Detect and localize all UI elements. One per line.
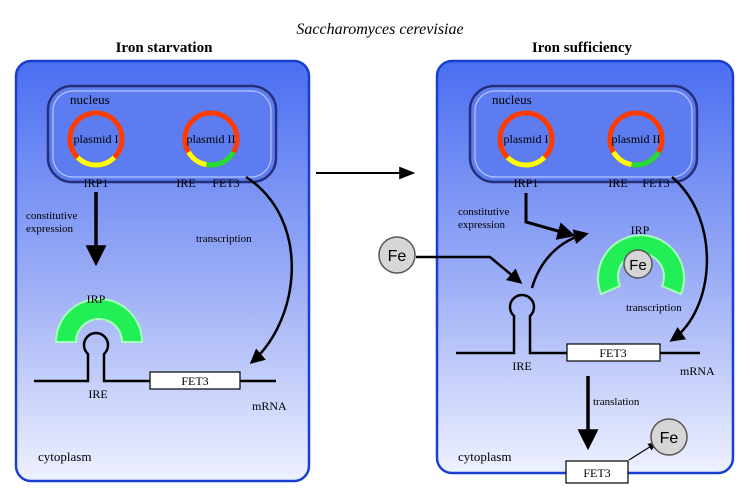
right-nucleus-inner-outline xyxy=(474,90,693,178)
right-ire-mrna-label: IRE xyxy=(512,359,531,373)
right-plasmid-2-label: plasmid II xyxy=(612,132,661,146)
right-constitutive-label-2: expression xyxy=(458,219,506,231)
right-fe-product-label: Fe xyxy=(660,430,679,447)
left-mrna-strand xyxy=(34,331,276,383)
right-cytoplasm-label: cytoplasm xyxy=(458,449,511,464)
right-fe-product-icon xyxy=(650,418,688,456)
left-nucleus-inner-outline xyxy=(52,90,272,178)
left-plasmid-1-label: plasmid I xyxy=(74,132,119,146)
left-transcription-label: transcription xyxy=(196,233,252,245)
right-nucleus xyxy=(468,84,699,184)
right-ire-gene-label: IRE xyxy=(608,176,627,190)
right-fet3-gene-label: FET3 xyxy=(642,176,669,190)
left-ire-mrna-label: IRE xyxy=(88,387,107,401)
left-panel: Iron starvation nucleus plasmid I IRP1 p… xyxy=(14,40,311,483)
left-constitutive-label-1: constitutive xyxy=(26,210,77,222)
right-translation-label: translation xyxy=(593,396,640,408)
right-nucleus-label: nucleus xyxy=(492,92,532,107)
right-panel-heading: Iron sufficiency xyxy=(532,40,633,56)
right-mrna-strand xyxy=(456,293,700,355)
left-fet3-box xyxy=(149,371,241,390)
left-constitutive-label-2: expression xyxy=(26,223,74,235)
fe-input-icon xyxy=(378,236,416,274)
right-fet3-box-label: FET3 xyxy=(599,346,626,360)
left-nucleus xyxy=(46,84,278,184)
right-fet3-protein-label: FET3 xyxy=(583,466,610,480)
left-plasmid-2-green-segment xyxy=(206,150,236,168)
left-cytoplasm-label: cytoplasm xyxy=(38,449,91,464)
left-plasmid-1-yellow-segment xyxy=(75,155,117,168)
right-bound-fe-icon xyxy=(623,249,653,279)
left-fet3-gene-label: FET3 xyxy=(212,176,239,190)
right-transcription-arrow xyxy=(669,176,709,342)
right-mrna-label: mRNA xyxy=(680,364,715,378)
right-plasmid-2-yellow-segment xyxy=(611,150,633,168)
left-nucleus-label: nucleus xyxy=(70,92,110,107)
left-panel-heading: Iron starvation xyxy=(116,40,213,56)
left-fet3-box-label: FET3 xyxy=(181,374,208,388)
right-panel: Iron sufficiency nucleus plasmid I IRP1 … xyxy=(435,40,735,484)
right-fet3-box xyxy=(566,343,661,362)
right-fet3-to-fe-arrow xyxy=(628,441,658,461)
fe-input-arrow xyxy=(416,255,523,284)
right-plasmid-1-yellow-segment xyxy=(505,155,547,168)
right-fet3-protein-box xyxy=(565,460,629,484)
left-plasmid-1: plasmid I xyxy=(67,110,125,168)
left-plasmid-2-yellow-segment xyxy=(186,150,208,168)
fe-input-label: Fe xyxy=(388,248,407,265)
species-title: Saccharomyces cerevisiae xyxy=(296,21,463,38)
left-irp-label: IRP xyxy=(87,292,106,306)
left-ire-gene-label: IRE xyxy=(176,176,195,190)
right-transcription-label: transcription xyxy=(626,302,682,314)
right-plasmid-1-label: plasmid I xyxy=(504,132,549,146)
left-plasmid-2: plasmid II xyxy=(182,110,240,168)
right-plasmid-2: plasmid II xyxy=(607,110,665,168)
right-constitutive-label-1: constitutive xyxy=(458,206,509,218)
left-transcription-arrow xyxy=(245,175,293,364)
right-irp1-label: IRP1 xyxy=(514,176,539,190)
left-plasmid-2-label: plasmid II xyxy=(187,132,236,146)
right-constitutive-expression-arrow xyxy=(524,193,576,240)
right-plasmid-2-green-segment xyxy=(631,150,661,168)
left-mrna-label: mRNA xyxy=(252,399,287,413)
right-bound-fe-label: Fe xyxy=(629,257,647,274)
right-ire-release-arrow xyxy=(530,229,589,289)
left-irp-protein xyxy=(54,298,144,343)
right-irp-label: IRP xyxy=(631,223,650,237)
left-irp1-label: IRP1 xyxy=(84,176,109,190)
right-plasmid-1: plasmid I xyxy=(497,110,555,168)
